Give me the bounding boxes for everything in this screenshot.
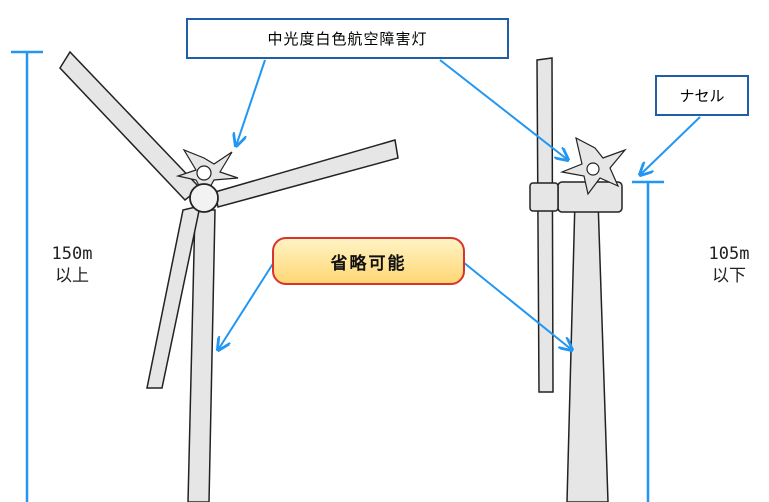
pointer-arrows <box>218 59 701 350</box>
left-height-condition: 以上 <box>55 266 89 286</box>
omittable-callout: 省略可能 <box>272 237 465 285</box>
right-turbine-blade <box>536 57 554 393</box>
right-height-dimension <box>632 180 664 502</box>
left-light-center <box>196 165 212 181</box>
right-light-center <box>586 162 600 176</box>
right-height-label: 105m 以下 <box>698 243 760 287</box>
aviation-light-label: 中光度白色航空障害灯 <box>267 30 428 48</box>
arrow-omit-right <box>462 261 572 350</box>
arrow-light-right <box>439 59 568 160</box>
left-turbine-hub <box>189 183 219 213</box>
left-height-dimension <box>11 50 43 502</box>
aviation-light-callout: 中光度白色航空障害灯 <box>186 18 509 59</box>
left-turbine-tower <box>187 209 216 502</box>
arrow-light-left <box>236 59 266 146</box>
arrow-omit-left <box>218 261 275 350</box>
right-turbine-hub <box>529 182 559 212</box>
omittable-label: 省略可能 <box>330 253 407 274</box>
nacelle-callout: ナセル <box>655 75 749 116</box>
right-height-value: 105m <box>708 244 750 264</box>
right-height-condition: 以下 <box>712 266 746 286</box>
nacelle-label: ナセル <box>679 87 725 105</box>
left-turbine-blades <box>59 50 399 389</box>
left-height-label: 150m 以上 <box>44 243 100 287</box>
arrow-nacelle <box>640 116 701 175</box>
left-height-value: 150m <box>51 244 93 264</box>
right-turbine-tower <box>566 199 609 502</box>
